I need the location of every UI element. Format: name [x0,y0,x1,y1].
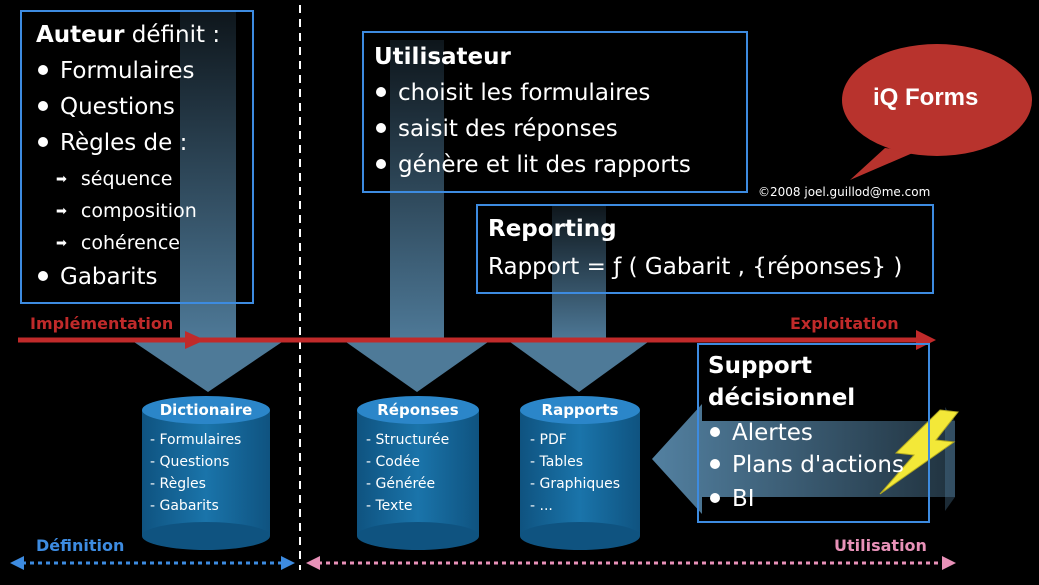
author-sub-item-label: séquence [80,168,173,190]
author-sub-item-label: composition [80,200,197,222]
callout-text: iQ Forms [873,84,979,111]
dictionaire-item: - Règles [150,476,206,492]
user-box [362,31,748,193]
rapports-item: - Graphiques [530,476,621,492]
author-item-label: Questions [60,94,175,120]
reporting-down-arrow [510,205,648,392]
reporting-box [476,204,934,294]
author-down-arrow [134,10,282,392]
cylinder-dictionaire [142,396,270,550]
reponses-item: - Générée [366,476,436,492]
bullet-icon [38,136,48,147]
timeline-red-arrow [18,330,936,350]
dictionaire-item: - Formulaires [150,432,242,448]
bullet-icon [376,122,386,133]
author-sub-item: ➡ séquence [56,168,172,190]
rapports-item: - PDF [530,432,567,448]
bullet-icon [710,492,720,503]
author-sub-item-label: cohérence [80,232,180,254]
support-left-arrow [652,404,955,514]
rapports-item: - Tables [530,454,583,470]
author-item-label: Gabarits [60,264,158,290]
dictionaire-item: - Gabarits [150,498,219,514]
cylinder-reponses [357,396,479,550]
bullet-icon [376,158,386,169]
reponses-item: - Codée [366,454,420,470]
reponses-label: Réponses [377,401,459,419]
rapports-label: Rapports [541,401,619,419]
support-title-line1: Support [708,353,813,379]
author-item: Questions [38,94,175,120]
author-sub-item: ➡ cohérence [56,232,180,254]
support-item: BI [710,486,755,512]
author-heading: Auteur définit : [36,22,220,48]
support-title-line2: décisionnel [708,385,856,411]
support-item: Plans d'actions [710,452,904,478]
bullet-icon [376,86,386,97]
utilisation-arrow [306,556,956,570]
user-title: Utilisateur [374,44,511,70]
reporting-formula: Rapport = ƒ ( Gabarit , {réponses} ) [488,254,903,280]
user-item: choisit les formulaires [376,80,650,106]
author-box [20,10,254,304]
utilisation-label: Utilisation [834,536,927,555]
bullet-icon [710,426,720,437]
user-item: saisit des réponses [376,116,618,142]
rapports-item: - ... [530,498,553,514]
implementation-label: Implémentation [30,314,174,333]
arrow-right-icon: ➡ [56,204,67,219]
reponses-item: - Structurée [366,432,450,448]
support-box [697,343,930,523]
author-item-label: Formulaires [60,58,195,84]
author-item-label: Règles de : [60,130,188,156]
definition-arrow [10,556,295,570]
reporting-title: Reporting [488,216,617,242]
user-item-label: génère et lit des rapports [398,152,691,178]
dictionaire-item: - Questions [150,454,230,470]
support-item-label: Alertes [732,420,813,446]
definition-label: Définition [36,536,125,555]
dictionaire-label: Dictionaire [159,401,253,419]
user-item: génère et lit des rapports [376,152,691,178]
author-title: Auteur [36,22,125,48]
author-item: Règles de : [38,130,187,156]
reponses-item: - Texte [366,498,413,514]
support-item: Alertes [710,420,813,446]
author-title-rest: définit : [124,22,221,48]
author-item: Formulaires [38,58,194,84]
arrow-right-icon: ➡ [56,236,67,251]
exploitation-label: Exploitation [790,314,899,333]
cylinder-rapports [520,396,640,550]
bullet-icon [38,100,48,111]
bullet-icon [38,64,48,75]
user-item-label: choisit les formulaires [398,80,651,106]
arrow-right-icon: ➡ [56,172,67,187]
author-item: Gabarits [38,264,157,290]
support-item-label: Plans d'actions [732,452,904,478]
user-item-label: saisit des réponses [398,116,618,142]
lightning-bolt-icon [879,409,959,495]
copyright-text: ©2008 joel.guillod@me.com [758,185,931,199]
bullet-icon [38,270,48,281]
support-item-label: BI [732,486,755,512]
bullet-icon [710,458,720,469]
callout-bubble [842,44,1032,180]
author-sub-item: ➡ composition [56,200,197,222]
